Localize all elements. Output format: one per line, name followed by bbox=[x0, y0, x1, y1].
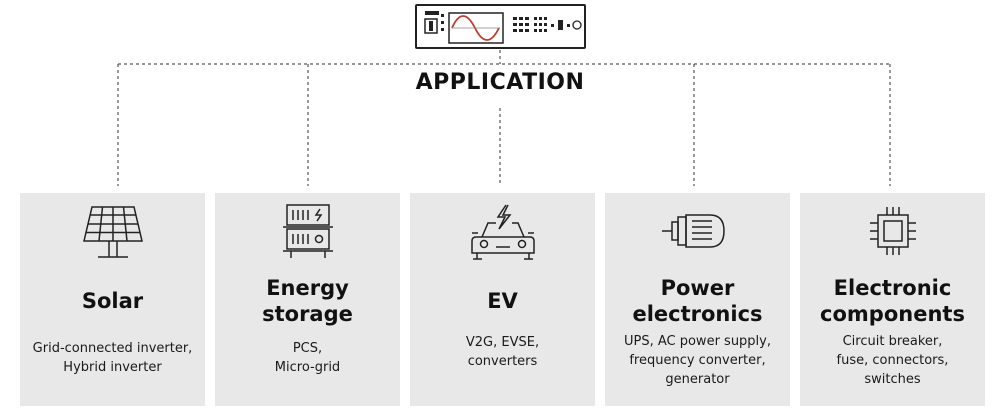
solar-panel-icon bbox=[20, 203, 205, 261]
card-title: Solar bbox=[81, 289, 144, 313]
card-description: V2G, EVSE, converters bbox=[465, 335, 540, 369]
card-title: Electronic components bbox=[820, 276, 965, 326]
card-title: EV bbox=[487, 289, 518, 313]
card-title: Power electronics bbox=[632, 276, 763, 326]
energy-storage-icon bbox=[215, 203, 400, 261]
card-description: Circuit breaker, fuse, connectors, switc… bbox=[836, 334, 949, 387]
card-energy-storage: Energy storage PCS, Micro-grid bbox=[215, 193, 400, 406]
connector-lines bbox=[117, 50, 891, 186]
application-title: APPLICATION bbox=[415, 70, 585, 95]
card-ev: EV V2G, EVSE, converters bbox=[410, 193, 595, 406]
card-description: Grid-connected inverter, Hybrid inverter bbox=[32, 341, 193, 375]
electric-car-icon bbox=[410, 203, 595, 261]
card-electronic-components: Electronic components Circuit breaker, f… bbox=[800, 193, 985, 406]
chip-icon bbox=[800, 203, 985, 261]
motor-icon bbox=[605, 203, 790, 261]
card-power-electronics: Power electronics UPS, AC power supply, … bbox=[605, 193, 790, 406]
test-instrument-icon bbox=[415, 4, 586, 49]
card-description: UPS, AC power supply, frequency converte… bbox=[623, 334, 771, 387]
card-solar: Solar Grid-connected inverter, Hybrid in… bbox=[20, 193, 205, 406]
card-description: PCS, Micro-grid bbox=[274, 341, 341, 375]
card-title: Energy storage bbox=[262, 276, 353, 326]
